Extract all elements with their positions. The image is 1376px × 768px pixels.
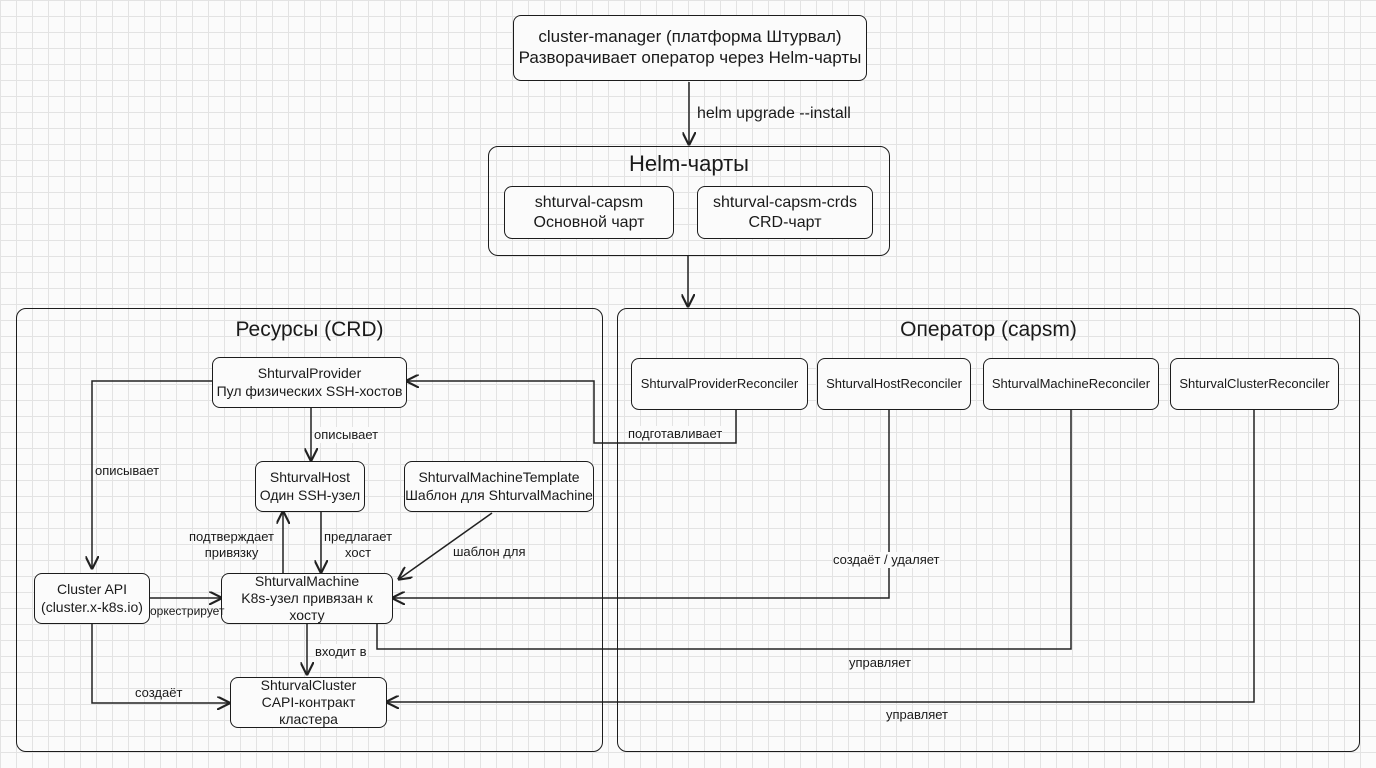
node-desc: (cluster.x-k8s.io) <box>41 598 143 615</box>
chart-shturval-capsm-crds: shturval-capsm-crds CRD-чарт <box>697 186 873 239</box>
node-desc: Один SSH-узел <box>259 486 361 503</box>
chart-desc: Основной чарт <box>533 213 645 231</box>
node-desc: CAPI-контракт кластера <box>261 693 356 728</box>
edge-label-describes-capi: описывает <box>95 463 160 478</box>
chart-desc: CRD-чарт <box>748 213 822 231</box>
cluster-reconciler-node: ShturvalClusterReconciler <box>1170 358 1339 410</box>
edge-manages-machine <box>376 410 1072 650</box>
resources-group: Ресурсы (CRD) <box>16 308 603 752</box>
edge-label-helm-install: helm upgrade --install <box>697 105 851 122</box>
cluster-manager-name: cluster-manager (платформа Штурвал) <box>538 27 842 47</box>
edge-label-part-of: входит в <box>315 644 367 660</box>
operator-title: Оператор (capsm) <box>900 318 1077 341</box>
node-desc: K8s-узел привязан к хосту <box>241 589 373 624</box>
node-name: Cluster API <box>56 581 128 598</box>
edge-label-creates: создаёт <box>135 685 183 700</box>
chart-shturval-capsm: shturval-capsm Основной чарт <box>504 186 674 239</box>
edge-capi-creates-cluster <box>91 624 229 703</box>
edge-label-creates-deletes: создаёт / удаляет <box>833 552 940 568</box>
edge-creates-deletes-machine <box>393 410 890 598</box>
node-desc: Пул физических SSH-хостов <box>216 382 403 399</box>
edge-label-confirms-binding: подтверждает привязку <box>189 529 275 560</box>
shturval-machine-node: ShturvalMachine K8s-узел привязан к хост… <box>221 573 393 624</box>
resources-title: Ресурсы (CRD) <box>235 318 384 341</box>
shturval-cluster-node: ShturvalCluster CAPI-контракт кластера <box>230 677 387 728</box>
edge-label-manages-machine: управляет <box>849 655 911 670</box>
reconciler-name: ShturvalProviderReconciler <box>640 376 799 392</box>
edge-provider-describes-capi <box>92 380 213 568</box>
host-reconciler-node: ShturvalHostReconciler <box>817 358 971 410</box>
cluster-manager-node: cluster-manager (платформа Штурвал) Разв… <box>513 15 867 81</box>
edge-manages-cluster <box>387 410 1255 702</box>
node-desc: Шаблон для ShturvalMachine <box>405 486 593 503</box>
cluster-api-node: Cluster API (cluster.x-k8s.io) <box>34 573 150 624</box>
reconciler-name: ShturvalClusterReconciler <box>1179 376 1330 392</box>
reconciler-name: ShturvalHostReconciler <box>826 376 962 392</box>
edge-label-manages-cluster: управляет <box>886 707 948 722</box>
node-name: ShturvalMachine <box>254 572 360 589</box>
shturval-machine-template-node: ShturvalMachineTemplate Шаблон для Shtur… <box>404 461 594 512</box>
chart-name: shturval-capsm <box>534 193 644 211</box>
reconciler-name: ShturvalMachineReconciler <box>991 376 1151 392</box>
edge-label-describes-host: описывает <box>314 427 379 443</box>
node-name: ShturvalProvider <box>257 365 362 382</box>
machine-reconciler-node: ShturvalMachineReconciler <box>983 358 1159 410</box>
edge-label-offers-host: предлагает хост <box>324 529 393 560</box>
shturval-provider-node: ShturvalProvider Пул физических SSH-хост… <box>212 357 407 408</box>
shturval-host-node: ShturvalHost Один SSH-узел <box>255 461 365 512</box>
edge-label-prepares: подготавливает <box>628 426 723 442</box>
helm-charts-group: Helm-чарты <box>488 146 890 256</box>
node-name: ShturvalCluster <box>260 676 357 693</box>
edge-label-template-for: шаблон для <box>453 544 526 559</box>
operator-group: Оператор (capsm) <box>617 308 1360 752</box>
chart-name: shturval-capsm-crds <box>712 193 858 211</box>
edge-template-for-machine <box>399 512 493 579</box>
node-name: ShturvalHost <box>269 469 351 486</box>
node-name: ShturvalMachineTemplate <box>418 469 580 486</box>
edge-label-orchestrates: оркестрирует <box>150 604 225 618</box>
edge-prepares-provider <box>407 381 737 444</box>
helm-charts-title: Helm-чарты <box>628 151 749 176</box>
cluster-manager-desc: Разворачивает оператор через Helm-чарты <box>518 48 862 67</box>
provider-reconciler-node: ShturvalProviderReconciler <box>631 358 808 410</box>
